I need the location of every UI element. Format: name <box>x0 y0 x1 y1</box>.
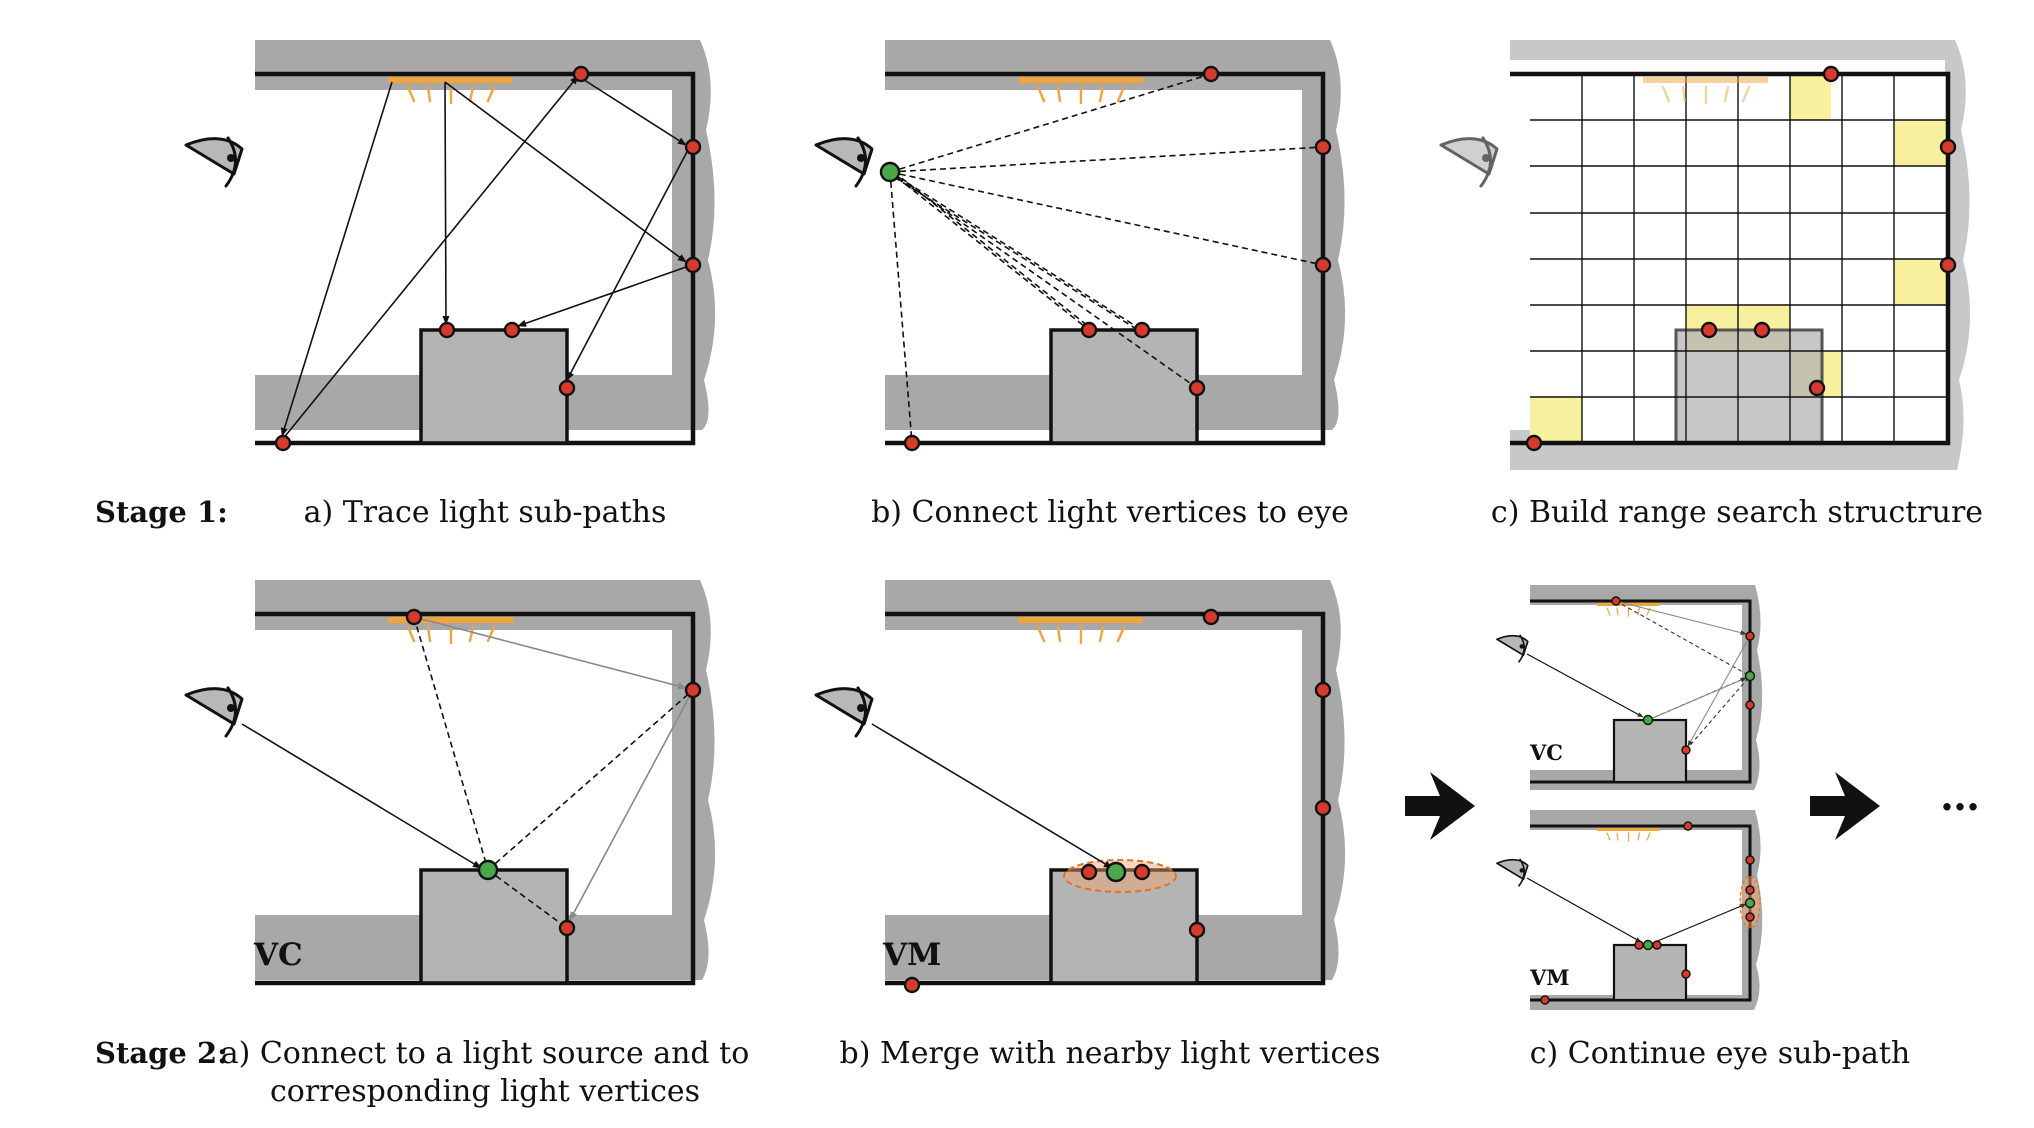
light-vertex <box>684 138 702 156</box>
caption-1c: c) Build range search structrure <box>1491 495 1983 530</box>
light-vertex <box>1745 631 1755 641</box>
arrow-right-icon <box>1810 772 1880 840</box>
light-vertex <box>1681 969 1691 979</box>
panel-1a <box>184 40 716 452</box>
eye-vertex <box>879 161 901 183</box>
light-vertex <box>1525 434 1543 452</box>
light-vertex <box>1808 379 1826 397</box>
light-vertex <box>572 65 590 83</box>
caption-1a: a) Trace light sub-paths <box>304 495 667 530</box>
light-vertex <box>1133 863 1151 881</box>
eye-vertex <box>1744 897 1756 909</box>
light-vertex <box>1745 912 1755 922</box>
eye-icon <box>1496 858 1529 887</box>
eye-icon <box>1439 136 1499 188</box>
light-source-icon <box>1596 827 1661 842</box>
tag-vm-small: VM <box>1529 965 1570 990</box>
eye-icon <box>814 136 874 188</box>
light-vertex <box>274 434 292 452</box>
eye-vertex <box>1744 670 1756 682</box>
panel-2c-vm: VM <box>1496 810 1763 1010</box>
eye-vertex <box>477 859 499 881</box>
light-vertex <box>558 379 576 397</box>
ellipsis: … <box>1940 773 1980 820</box>
light-vertex <box>1939 138 1957 156</box>
eye-icon <box>814 686 874 738</box>
light-vertex <box>1652 940 1662 950</box>
light-vertex <box>1683 821 1693 831</box>
tag-vc-small: VC <box>1529 740 1563 765</box>
light-vertex <box>684 681 702 699</box>
panel-1b <box>814 40 1346 452</box>
light-vertex <box>1700 321 1718 339</box>
light-vertex <box>1314 138 1332 156</box>
panel-1c <box>1439 40 1971 470</box>
light-vertex <box>1188 921 1206 939</box>
light-vertex <box>1634 940 1644 950</box>
light-vertex <box>1314 681 1332 699</box>
panel-2a: VC <box>184 580 716 986</box>
panel-2b: VM <box>814 580 1346 994</box>
light-vertex <box>903 434 921 452</box>
light-vertex <box>1822 65 1840 83</box>
light-vertex <box>405 608 423 626</box>
arrow-right-icon <box>1405 772 1475 840</box>
caption-2a-line2: corresponding light vertices <box>270 1074 700 1109</box>
light-vertex <box>1202 65 1220 83</box>
light-vertex <box>438 321 456 339</box>
light-vertex <box>558 919 576 937</box>
tag-vm: VM <box>882 937 941 973</box>
light-vertex <box>1188 379 1206 397</box>
light-vertex <box>1745 885 1755 895</box>
light-vertex <box>903 976 921 994</box>
light-vertex <box>1314 256 1332 274</box>
light-vertex <box>684 256 702 274</box>
light-vertex <box>1080 321 1098 339</box>
eye-vertex <box>1642 939 1654 951</box>
light-vertex <box>1745 855 1755 865</box>
panel-2c-vc: VC <box>1496 585 1763 790</box>
light-vertex <box>1314 799 1332 817</box>
light-vertex <box>1540 995 1550 1005</box>
eye-vertex <box>1642 714 1654 726</box>
eye-icon <box>184 136 244 188</box>
caption-2c: c) Continue eye sub-path <box>1530 1036 1910 1071</box>
light-vertex <box>1080 863 1098 881</box>
tag-vc: VC <box>253 937 303 973</box>
eye-icon <box>184 686 244 738</box>
light-vertex <box>1202 608 1220 626</box>
light-vertex <box>503 321 521 339</box>
caption-1b: b) Connect light vertices to eye <box>871 495 1349 530</box>
caption-2b: b) Merge with nearby light vertices <box>840 1036 1381 1071</box>
light-vertex <box>1133 321 1151 339</box>
light-vertex <box>1745 700 1755 710</box>
light-vertex <box>1753 321 1771 339</box>
light-vertex <box>1611 596 1621 606</box>
stage1-label: Stage 1: <box>95 495 228 529</box>
stage2-label: Stage 2: <box>95 1036 228 1070</box>
caption-2a-line1: a) Connect to a light source and to <box>221 1036 750 1071</box>
eye-vertex <box>1105 861 1127 883</box>
light-vertex <box>1681 745 1691 755</box>
light-vertex <box>1939 256 1957 274</box>
eye-icon <box>1496 634 1529 663</box>
